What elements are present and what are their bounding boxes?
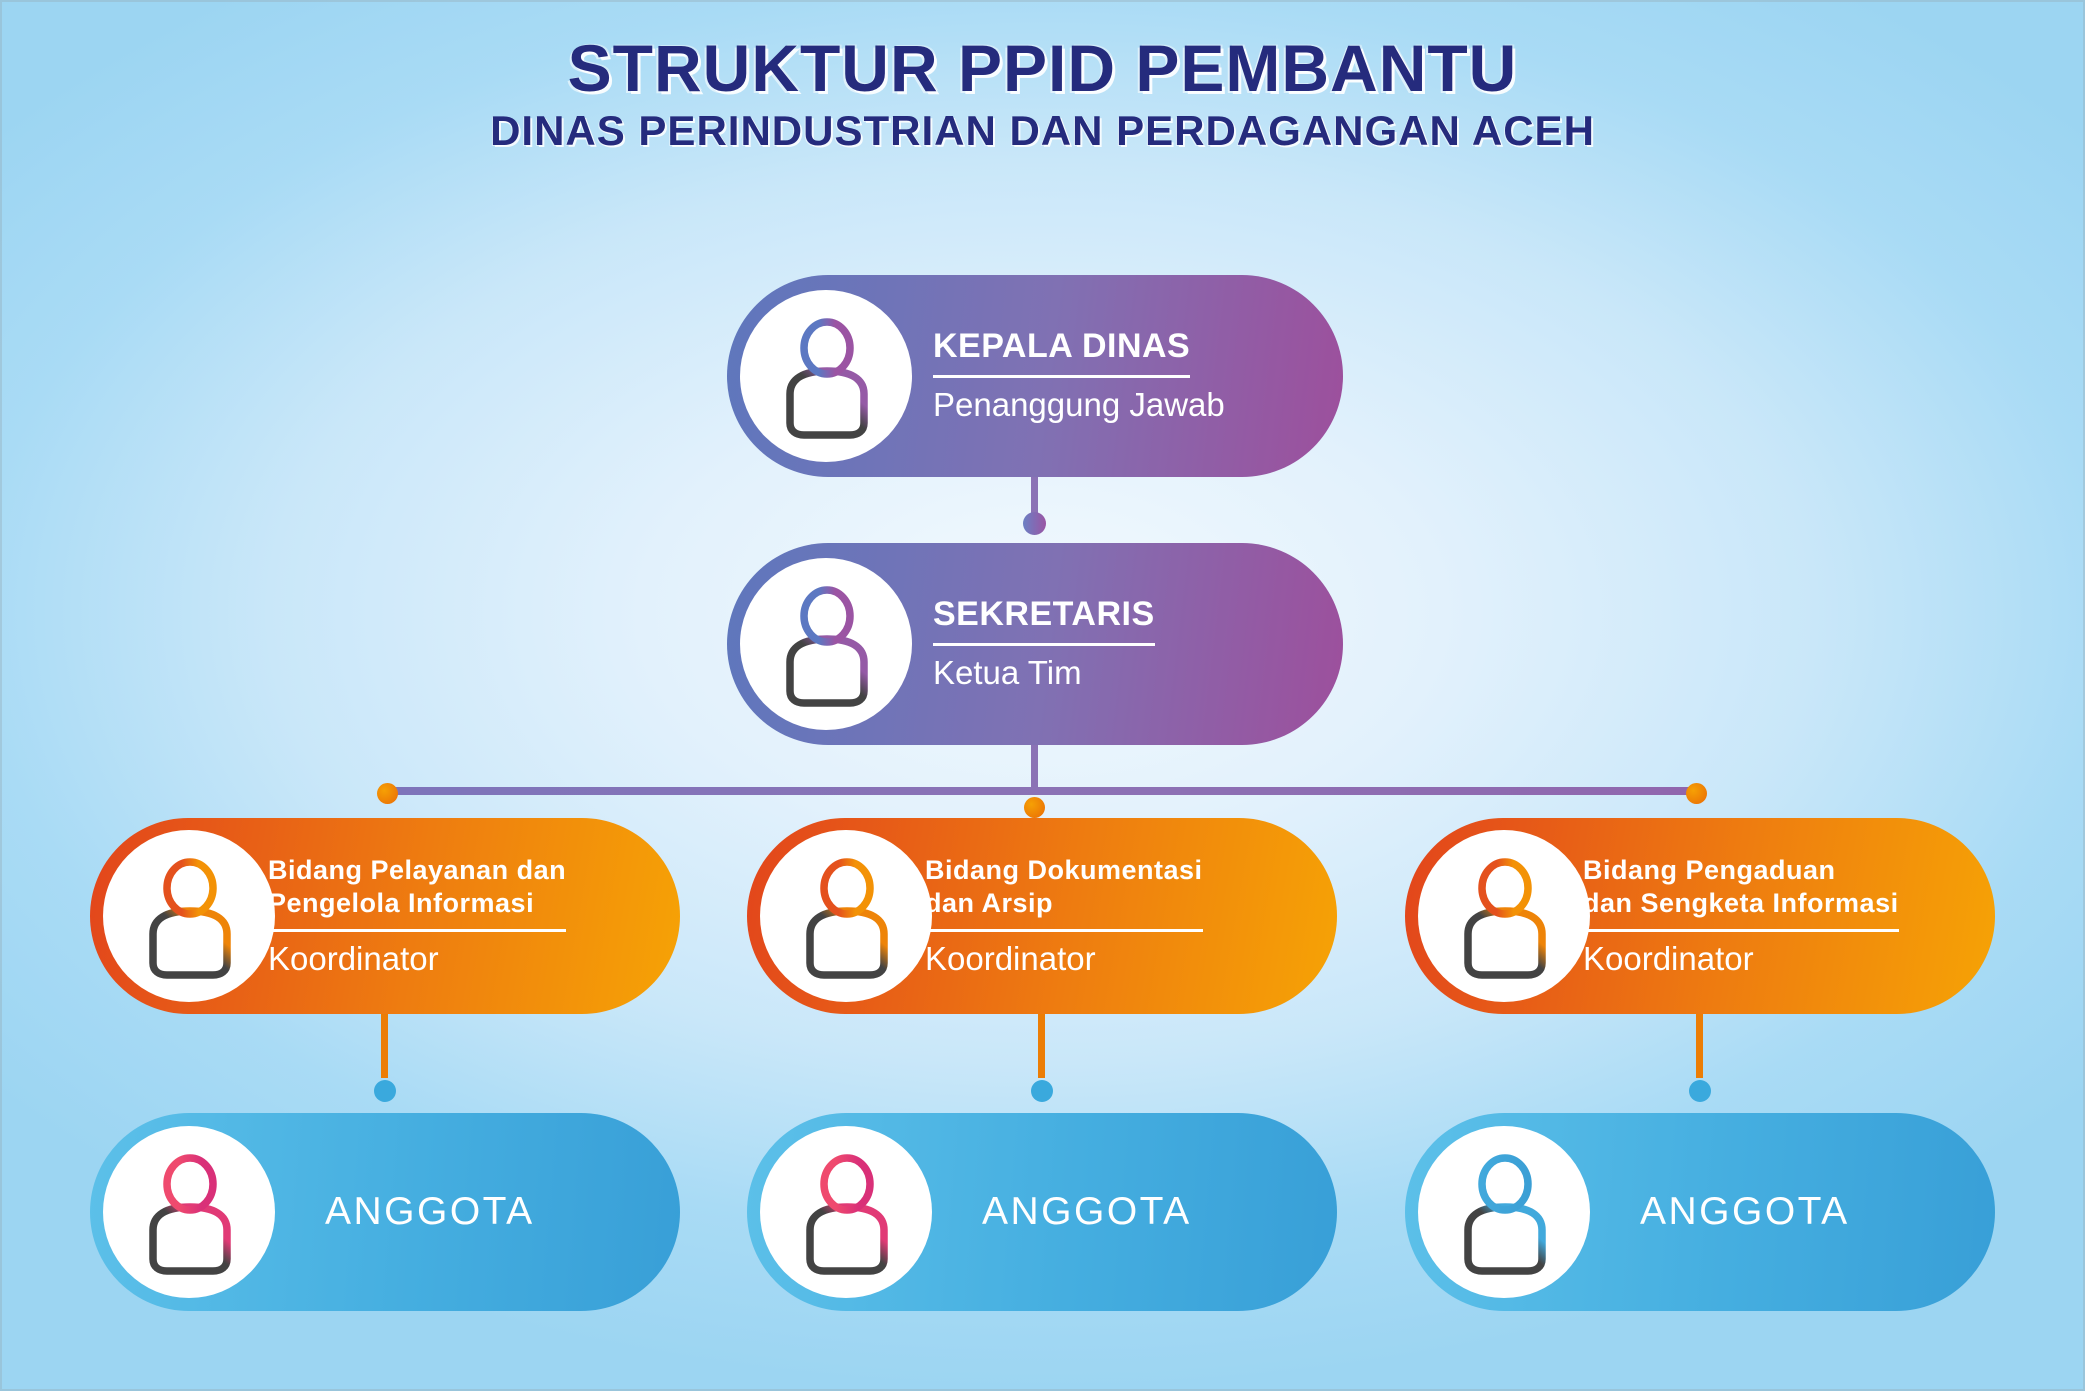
- org-node-bidang-pelayanan: Bidang Pelayanan dan Pengelola Informasi…: [90, 818, 680, 1014]
- title-underline: [933, 642, 1155, 646]
- node-text: Bidang Dokumentasi dan Arsip Koordinator: [925, 854, 1203, 979]
- node-title-line1: Bidang Pengaduan: [1583, 854, 1836, 885]
- org-node-anggota-3: ANGGOTA: [1405, 1113, 1995, 1311]
- node-title-line2: Pengelola Informasi: [268, 888, 535, 918]
- avatar-circle: [1418, 1126, 1590, 1298]
- title-underline: [933, 374, 1191, 378]
- node-text: ANGGOTA: [325, 1190, 535, 1234]
- connector-kepala-sekretaris: [1031, 477, 1038, 515]
- org-node-sekretaris: SEKRETARIS Ketua Tim: [727, 543, 1343, 745]
- node-role: Koordinator: [925, 940, 1096, 978]
- anggota-dot-3: [1689, 1080, 1711, 1102]
- person-icon: [806, 1154, 888, 1275]
- node-text: ANGGOTA: [982, 1190, 1192, 1234]
- node-role: Ketua Tim: [933, 653, 1082, 691]
- page-title: STRUKTUR PPID PEMBANTU: [567, 31, 1518, 105]
- person-icon: [1464, 858, 1546, 979]
- avatar-circle: [1418, 830, 1590, 1002]
- person-icon: [1464, 1154, 1546, 1275]
- node-role: Koordinator: [268, 940, 439, 978]
- title-underline: [1583, 929, 1899, 933]
- node-text: SEKRETARIS Ketua Tim: [933, 595, 1155, 691]
- node-title-line2: dan Sengketa Informasi: [1583, 888, 1899, 918]
- connector-bidang-anggota-3: [1696, 1014, 1703, 1078]
- node-label: ANGGOTA: [325, 1190, 535, 1233]
- anggota-dot-2: [1031, 1080, 1053, 1102]
- title-underline: [268, 929, 567, 933]
- node-title-line1: Bidang Dokumentasi: [925, 854, 1203, 885]
- avatar-circle: [103, 1126, 275, 1298]
- org-node-bidang-dokumentasi: Bidang Dokumentasi dan Arsip Koordinator: [747, 818, 1337, 1014]
- avatar-circle: [103, 830, 275, 1002]
- node-title: KEPALA DINAS: [933, 327, 1191, 366]
- connector-bidang-anggota-2: [1038, 1014, 1045, 1078]
- node-title-line2: dan Arsip: [925, 888, 1054, 918]
- anggota-dot-1: [374, 1080, 396, 1102]
- node-label: ANGGOTA: [1640, 1190, 1850, 1233]
- person-icon: [149, 1154, 231, 1275]
- node-title: SEKRETARIS: [933, 595, 1155, 634]
- org-node-kepala-dinas: KEPALA DINAS Penanggung Jawab: [727, 275, 1343, 477]
- avatar-circle: [740, 558, 912, 730]
- page-header: STRUKTUR PPID PEMBANTU DINAS PERINDUSTRI…: [0, 31, 2085, 155]
- org-node-anggota-1: ANGGOTA: [90, 1113, 680, 1311]
- node-label: ANGGOTA: [982, 1190, 1192, 1233]
- avatar-circle: [740, 290, 912, 462]
- org-node-bidang-pengaduan: Bidang Pengaduan dan Sengketa Informasi …: [1405, 818, 1995, 1014]
- connector-dot-purple: [1023, 512, 1046, 535]
- node-role: Koordinator: [1583, 940, 1754, 978]
- branch-horizontal-line: [385, 787, 1700, 795]
- branch-dot-right: [1686, 783, 1707, 804]
- person-icon: [786, 318, 868, 439]
- node-text: Bidang Pelayanan dan Pengelola Informasi…: [268, 854, 567, 979]
- node-title-line1: Bidang Pelayanan dan: [268, 854, 567, 885]
- title-underline: [925, 929, 1203, 933]
- org-node-anggota-2: ANGGOTA: [747, 1113, 1337, 1311]
- connector-bidang-anggota-1: [381, 1014, 388, 1078]
- node-role: Penanggung Jawab: [933, 385, 1225, 423]
- branch-dot-middle: [1024, 797, 1045, 818]
- node-text: KEPALA DINAS Penanggung Jawab: [933, 327, 1225, 423]
- page-subtitle: DINAS PERINDUSTRIAN DAN PERDAGANGAN ACEH: [490, 107, 1595, 155]
- node-text: Bidang Pengaduan dan Sengketa Informasi …: [1583, 854, 1899, 979]
- avatar-circle: [760, 1126, 932, 1298]
- person-icon: [786, 586, 868, 707]
- branch-dot-left: [377, 783, 398, 804]
- person-icon: [149, 858, 231, 979]
- connector-sekretaris-branch: [1031, 745, 1038, 789]
- avatar-circle: [760, 830, 932, 1002]
- person-icon: [806, 858, 888, 979]
- node-text: ANGGOTA: [1640, 1190, 1850, 1234]
